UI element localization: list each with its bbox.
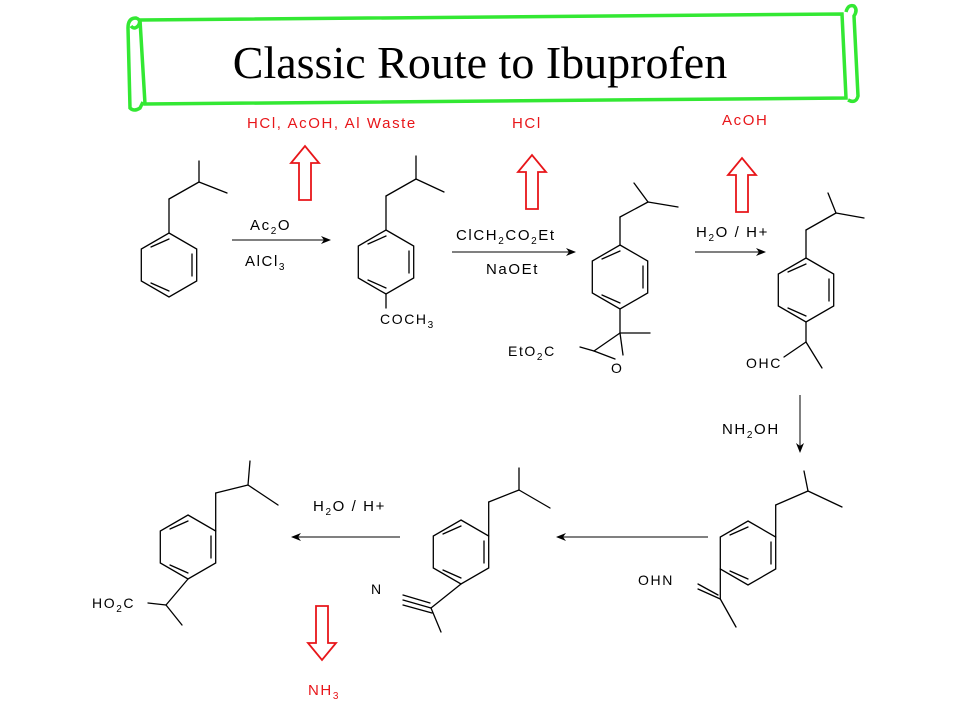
reagent-step2-bottom: NaOEt	[486, 261, 539, 278]
byproduct-arrow-6	[306, 605, 338, 662]
reagent-step2-top: ClCH2CO2Et	[456, 227, 556, 247]
ketone-structure: COCH3	[357, 155, 445, 331]
byproduct-step6-text: NH3	[308, 682, 340, 702]
byproduct-step6: NH3	[308, 682, 340, 702]
epoxide-ester-structure: EtO2C O	[508, 182, 679, 376]
byproduct-step3: AcOH	[722, 112, 768, 129]
reagent-step1-top: Ac2O	[250, 217, 291, 237]
title-banner: Classic Route to Ibuprofen	[126, 3, 860, 112]
ketone-substituent: COCH3	[380, 311, 435, 331]
reagent-step3: H2O / H+	[696, 224, 769, 244]
byproduct-step1: HCl, AcOH, Al Waste	[247, 115, 417, 132]
page-title: Classic Route to Ibuprofen	[233, 37, 727, 88]
oxime-structure: OHN	[638, 470, 843, 628]
acid-substituent: HO2C	[92, 595, 135, 615]
byproduct-step2: HCl	[512, 115, 542, 132]
epoxide-oxygen: O	[611, 360, 624, 376]
reagent-step6: H2O / H+	[313, 498, 386, 518]
ester-substituent: EtO2C	[508, 343, 556, 363]
reagent-step1-bottom: AlCl3	[245, 253, 286, 273]
isobutylbenzene-structure	[140, 160, 228, 298]
byproduct-arrow-1	[289, 144, 321, 201]
aldehyde-substituent: OHC	[746, 355, 782, 371]
nitrile-structure: N	[371, 467, 551, 633]
ibuprofen-structure: HO2C	[92, 460, 279, 626]
byproduct-arrow-3	[726, 156, 758, 213]
reagent-step4: NH2OH	[722, 421, 780, 441]
aldehyde-structure: OHC	[746, 192, 865, 371]
nitrile-nitrogen: N	[371, 581, 383, 597]
byproduct-arrow-2	[516, 153, 548, 210]
oxime-substituent: OHN	[638, 572, 674, 588]
